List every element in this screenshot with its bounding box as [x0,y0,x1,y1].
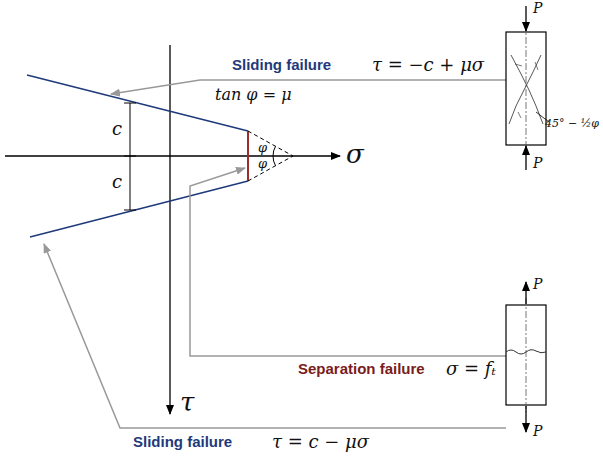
dashed-extension [248,131,293,156]
criterion-formula: τ = −c + μσ [372,55,484,75]
center-line [526,298,527,412]
minor-crack [515,62,538,118]
load-arrow [525,406,526,432]
load-label: P [533,277,542,292]
angle-label: φ [258,157,267,171]
failure-mode-label: Sliding failure [133,434,232,451]
tau-axis [169,45,170,414]
load-label: P [533,156,542,171]
tension-crack [506,350,546,354]
load-label: P [533,1,542,16]
leader-line [111,80,506,94]
criterion-formula: σ = fₜ [446,359,496,379]
cohesion-bracket [124,103,136,104]
axis-label: τ [180,388,194,417]
leader-line [44,244,506,428]
sliding-line [27,75,248,131]
load-label: P [533,424,542,439]
failure-mode-label: Sliding failure [232,57,331,74]
angle-arc [273,156,276,166]
load-arrow [525,6,526,31]
cohesion-bracket [124,210,136,211]
friction-relation: tan φ = μ [215,86,292,104]
cohesion-label: c [112,172,122,192]
angle-label: 45° − ½φ [545,118,599,130]
axis-label: σ [346,140,364,169]
criterion-formula: τ = c − μσ [272,432,369,452]
separation-line [247,131,249,181]
leader-line [190,168,506,356]
dashed-extension [248,156,293,181]
cohesion-label: c [112,119,122,139]
sigma-axis [5,155,340,156]
shear-crack [509,55,541,124]
failure-mode-label: Separation failure [298,361,425,378]
angle-label: φ [258,141,267,155]
sliding-line [30,181,248,237]
load-arrow [525,282,526,304]
load-arrow [525,146,526,170]
center-line [526,24,527,153]
angle-arc [273,146,276,156]
cohesion-bracket [124,156,136,157]
